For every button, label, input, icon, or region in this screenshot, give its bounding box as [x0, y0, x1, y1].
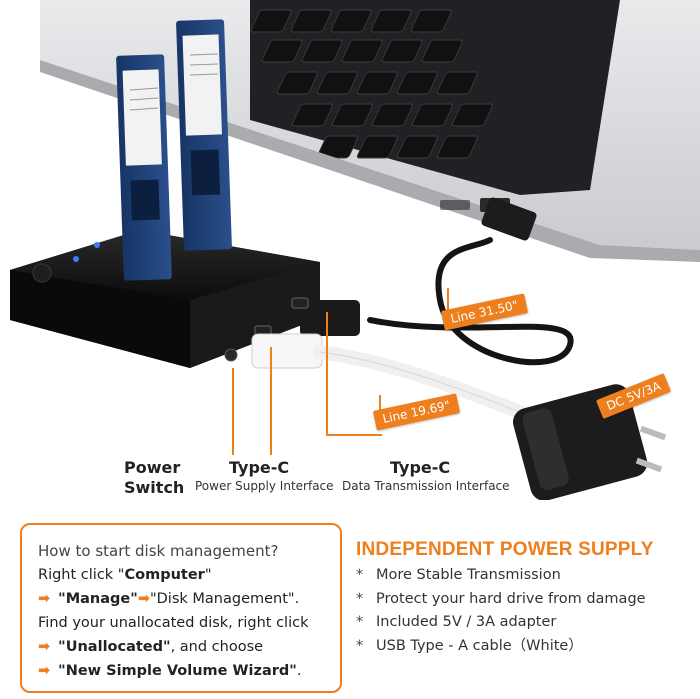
typec-power-sub: Power Supply Interface	[195, 479, 334, 493]
feature-item: *Included 5V / 3A adapter	[356, 614, 557, 630]
instruction-step-3: Find your unallocated disk, right click	[38, 615, 309, 631]
product-photo	[10, 0, 700, 500]
independent-power-supply: INDEPENDENT POWER SUPPLY *More Stable Tr…	[356, 538, 696, 658]
disk-management-instructions: How to start disk management? Right clic…	[20, 523, 342, 693]
arrow-right-icon: ➡	[38, 639, 51, 655]
arrow-right-icon: ➡	[38, 591, 51, 607]
power-label-line1: Power	[124, 458, 181, 477]
typec-data-sub: Data Transmission Interface	[342, 479, 510, 493]
arrow-right-icon: ➡	[38, 663, 51, 679]
leader-lines	[232, 288, 449, 455]
data-cable	[300, 197, 574, 366]
instruction-step-4: ➡"Unallocated", and choose	[38, 639, 264, 655]
instruction-step-1: Right click "Computer"	[38, 567, 212, 583]
power-supply-title: INDEPENDENT POWER SUPPLY	[356, 539, 654, 560]
ssd-cards	[116, 19, 232, 281]
feature-item: *USB Type - A cable（White）	[356, 637, 583, 654]
typec-data-title: Type-C	[390, 458, 451, 477]
typec-data-label: Type-C Data Transmission Interface	[342, 458, 522, 494]
instruction-step-2: ➡"Manage"➡"Disk Management".	[38, 591, 300, 607]
power-switch-label: Power Switch	[124, 458, 194, 498]
arrow-right-icon: ➡	[137, 591, 150, 607]
power-label-line2: Switch	[124, 478, 185, 497]
power-cable	[251, 333, 547, 427]
typec-power-label: Type-C Power Supply Interface	[195, 458, 345, 494]
instruction-step-5: ➡"New Simple Volume Wizard".	[38, 663, 302, 679]
instructions-heading: How to start disk management?	[38, 542, 279, 560]
typec-power-title: Type-C	[229, 458, 290, 477]
feature-item: *Protect your hard drive from damage	[356, 590, 646, 607]
feature-item: *More Stable Transmission	[356, 567, 561, 583]
